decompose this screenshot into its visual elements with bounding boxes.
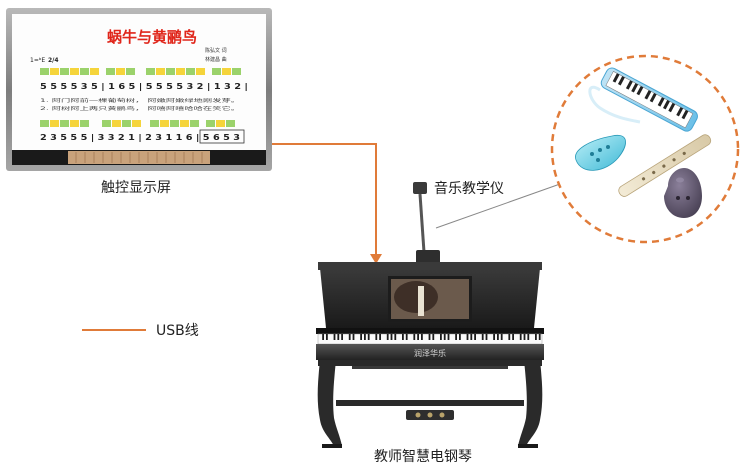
piano-black-key [470, 334, 473, 340]
piano-black-key [474, 334, 476, 340]
legend-usb-label: USB线 [156, 323, 199, 339]
piano-black-key [341, 334, 343, 340]
piano-black-key [523, 334, 526, 340]
piano-black-key [455, 334, 457, 340]
piano-black-key [497, 334, 499, 340]
piano-left-leg [317, 360, 342, 446]
piano-black-key [364, 334, 366, 340]
piano-black-key [466, 334, 469, 340]
piano-black-key [413, 334, 416, 340]
melodica-tube-icon [588, 85, 641, 124]
piano-black-key [500, 334, 503, 340]
recorder-icon [618, 134, 712, 197]
piano-black-key [527, 334, 530, 340]
piano-black-key [421, 334, 423, 340]
piano-black-key [352, 334, 355, 340]
piano-black-key [348, 334, 351, 340]
composer-credit: 林建昌 曲 [205, 56, 227, 63]
piano-black-key [405, 334, 408, 340]
piano-black-key [432, 334, 435, 340]
piano-black-key [485, 334, 488, 340]
notation-row-1: 5 5 5 5 3 5 | 1 6 5 | 5 5 5 5 3 2 | 1 3 … [40, 82, 248, 92]
piano-black-key [440, 334, 442, 340]
piano-label: 教师智慧电钢琴 [374, 449, 472, 465]
arrow-head-icon [370, 254, 382, 264]
piano-black-key [447, 334, 450, 340]
lyrics-row-1: 1. 阿门阿前一棵葡萄树， 阿嫩阿嫩绿地刚发芽。 [40, 97, 240, 104]
piano-black-key [538, 334, 541, 340]
piano-black-key [394, 334, 397, 340]
note-color-row-2 [40, 120, 235, 127]
piano-black-key [333, 334, 336, 340]
note-color-row-1 [40, 68, 241, 75]
instruments-group [550, 54, 740, 244]
touch-screen: 蜗牛与黄鹂鸟 1=ᵇE 2/4 陈弘文 词 林建昌 曲 5 5 5 5 3 5 … [6, 8, 272, 171]
piano-black-key [337, 334, 340, 340]
piano-black-key [386, 334, 389, 340]
smart-piano: 润泽华乐 [316, 262, 544, 448]
piano-black-key [402, 334, 404, 340]
music-device-label: 音乐教学仪 [434, 181, 504, 197]
piano-black-key [493, 334, 495, 340]
lyrics-row-2: 2. 阿树阿上两只黄鹂鸟， 阿嘻阿嘻哈哈在笑它。 [40, 105, 240, 112]
piano-black-key [508, 334, 511, 340]
piano-black-key [459, 334, 461, 340]
piano-brand-label: 润泽华乐 [414, 348, 446, 358]
xun-icon [664, 168, 702, 218]
lyricist-credit: 陈弘文 词 [205, 47, 227, 54]
piano-black-key [417, 334, 419, 340]
melodica-icon [600, 67, 698, 132]
piano-black-key [512, 334, 514, 340]
piano-black-key [428, 334, 431, 340]
usb-connection-line [272, 143, 382, 264]
notation-row-2: 2 3 5 5 5 | 3 3 2 1 | 2 3 1 1 6 | 5 6 5 … [40, 133, 240, 143]
time-signature: 2/4 [48, 57, 59, 64]
key-signature: 1=ᵇE [30, 57, 45, 64]
piano-black-key [535, 334, 537, 340]
ocarina-icon [575, 134, 626, 171]
piano-black-keys [322, 334, 541, 340]
screen-keyboard-keys [75, 152, 203, 163]
song-title: 蜗牛与黄鹂鸟 [107, 28, 197, 46]
piano-black-key [367, 334, 370, 340]
piano-black-key [481, 334, 484, 340]
piano-black-key [375, 334, 378, 340]
camera-head [413, 182, 427, 194]
piano-black-key [443, 334, 446, 340]
device-connector-line [435, 183, 561, 229]
piano-black-key [390, 334, 393, 340]
notation-highlight-box [199, 129, 245, 144]
piano-right-leg [518, 360, 543, 446]
piano-black-key [326, 334, 328, 340]
piano-black-key [519, 334, 522, 340]
piano-black-key [360, 334, 362, 340]
piano-black-key [322, 334, 324, 340]
screen-label: 触控显示屏 [101, 180, 171, 196]
piano-black-key [379, 334, 381, 340]
